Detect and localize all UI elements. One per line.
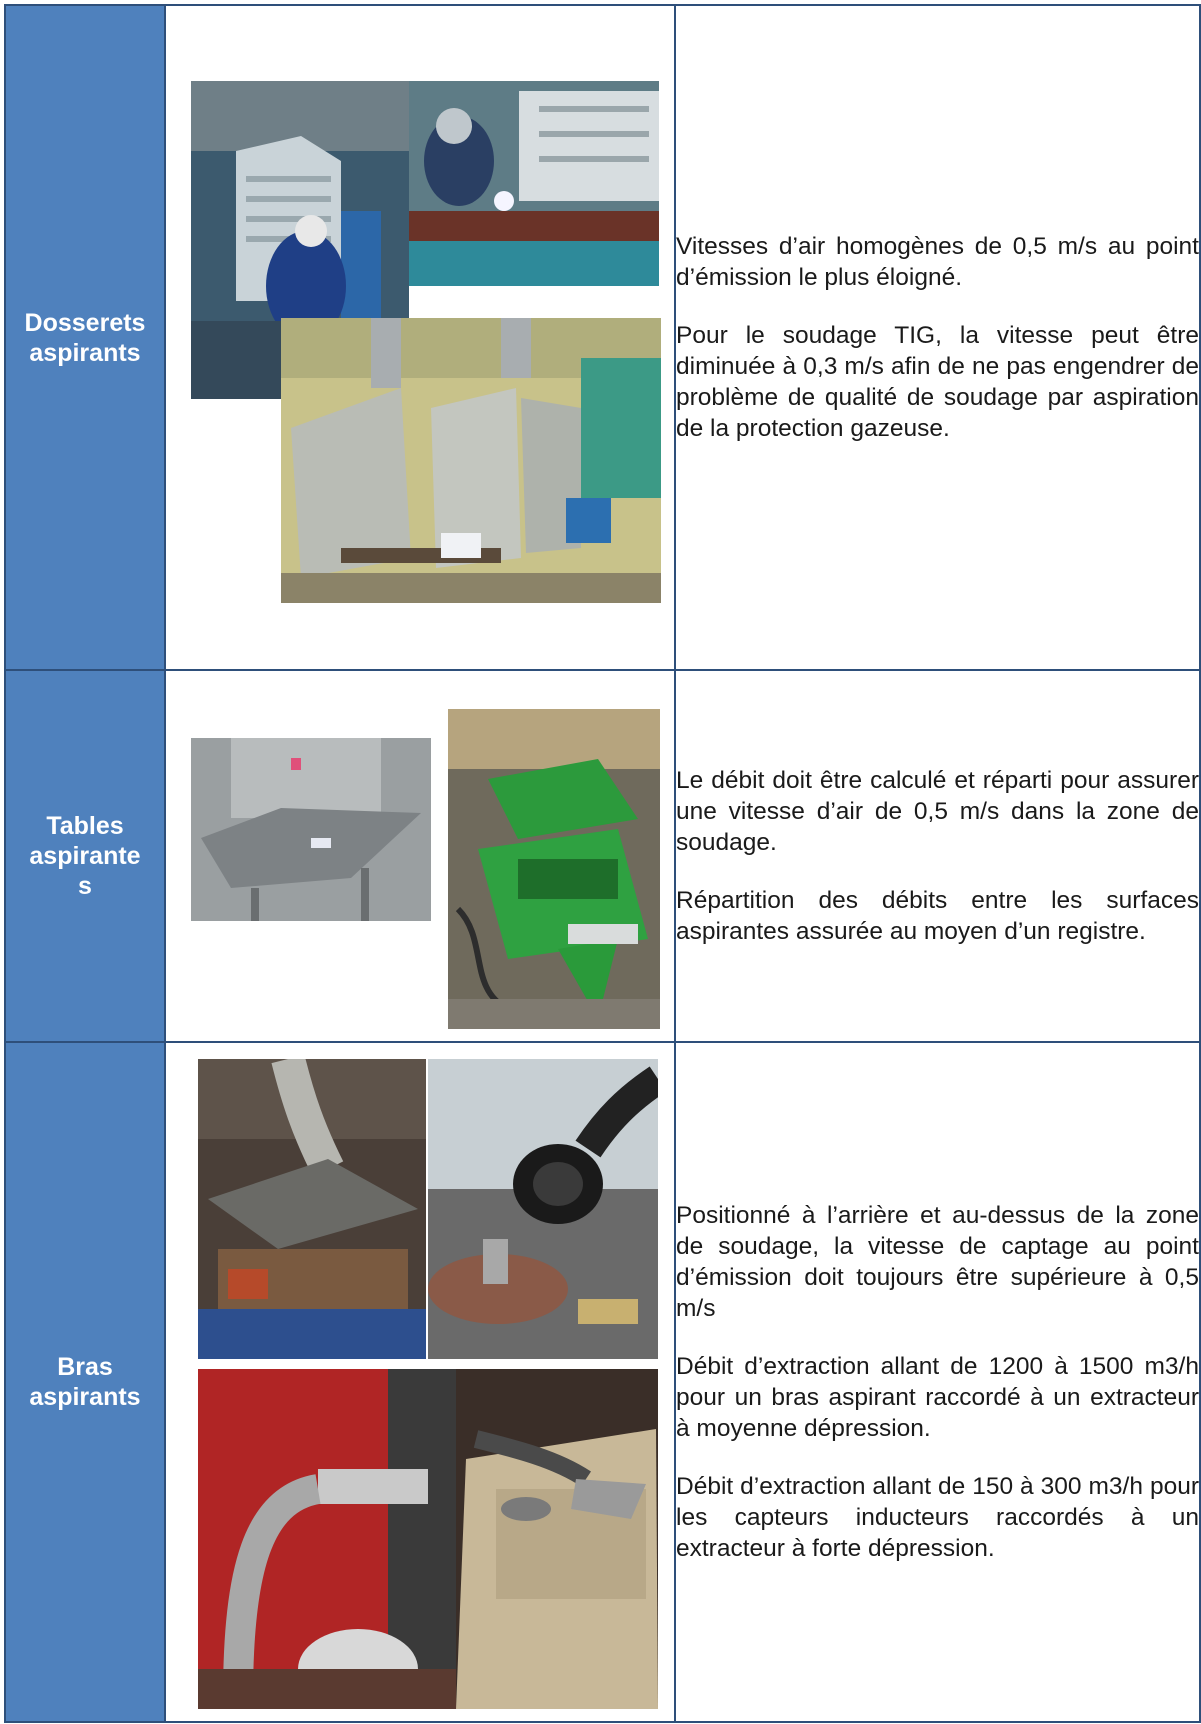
nozzle-capture-photo xyxy=(456,1369,658,1709)
row-description: Le débit doit être calculé et réparti po… xyxy=(674,669,1201,1043)
table-row: Tables aspirante s xyxy=(4,669,1201,1043)
description-paragraph: Débit d’extraction allant de 150 à 300 m… xyxy=(676,1473,1199,1562)
row-label-line: s xyxy=(78,872,92,900)
description-paragraph: Répartition des débits entre les surface… xyxy=(676,887,1199,945)
green-suction-table-photo xyxy=(448,709,660,1029)
photo-cell xyxy=(164,1041,676,1723)
row-label-line: Tables xyxy=(46,812,124,840)
inductor-capture-photo xyxy=(198,1369,456,1709)
photo-cell xyxy=(164,4,676,671)
row-label: Tables aspirante s xyxy=(4,669,166,1043)
ventilation-table: Dosserets aspirants xyxy=(4,4,1201,1723)
extraction-arm-photo xyxy=(428,1059,658,1359)
description-paragraph: Pour le soudage TIG, la vitesse peut êtr… xyxy=(676,322,1199,442)
table-row: Bras aspirants xyxy=(4,1041,1201,1723)
row-label-line: Bras xyxy=(57,1353,113,1381)
description-paragraph: Le débit doit être calculé et réparti po… xyxy=(676,767,1199,856)
row-label: Bras aspirants xyxy=(4,1041,166,1723)
row-label-line: Dosserets xyxy=(24,308,146,337)
row-label-line: aspirants xyxy=(29,1383,141,1411)
suction-table-photo xyxy=(191,738,431,921)
row-description: Positionné à l’arrière et au-dessus de l… xyxy=(674,1041,1201,1723)
row-description: Vitesses d’air homogènes de 0,5 m/s au p… xyxy=(674,4,1201,671)
welding-booths-photo xyxy=(281,318,661,603)
photo-cell xyxy=(164,669,676,1043)
row-label-line: aspirants xyxy=(29,338,141,367)
description-paragraph: Vitesses d’air homogènes de 0,5 m/s au p… xyxy=(676,233,1199,291)
hood-arm-photo xyxy=(198,1059,426,1359)
table-row: Dosserets aspirants xyxy=(4,4,1201,671)
welding-table-photo xyxy=(409,81,659,286)
row-label-line: aspirante xyxy=(29,842,141,870)
description-paragraph: Débit d’extraction allant de 1200 à 1500… xyxy=(676,1353,1199,1442)
row-label: Dosserets aspirants xyxy=(4,4,166,671)
description-paragraph: Positionné à l’arrière et au-dessus de l… xyxy=(676,1202,1199,1322)
